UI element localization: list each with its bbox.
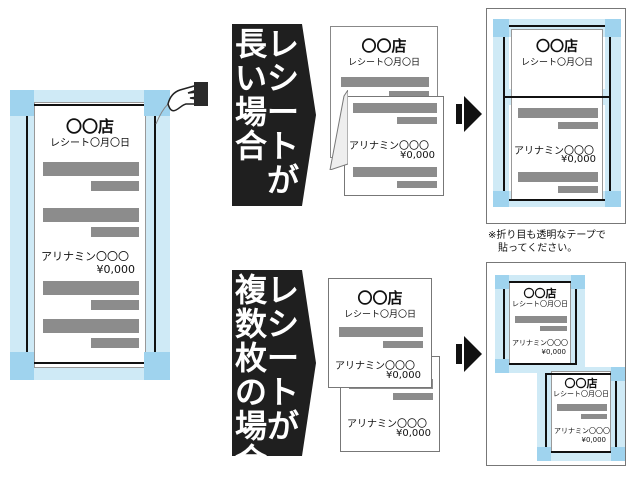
item-price: ¥0,000	[581, 436, 607, 444]
tape-corner	[605, 19, 621, 37]
tape-corner	[10, 352, 34, 380]
bar	[558, 186, 598, 193]
outline-frame	[503, 25, 611, 201]
multi-receipt-front: 〇〇店 レシート〇月〇日 アリナミン〇〇〇 ¥0,000	[328, 278, 432, 388]
fold-shadow	[329, 90, 348, 170]
receipt: 〇〇店 レシート〇月〇日 アリナミン〇〇〇 ¥0,000	[34, 102, 146, 368]
bar	[518, 108, 598, 118]
arrow-right-icon	[456, 96, 482, 132]
banner-text-left: 複数枚の場合	[234, 271, 267, 479]
banner-text-right: レシートが	[266, 25, 299, 199]
bar	[581, 414, 607, 419]
note-line-1: ※折り目も透明なテープで	[488, 230, 606, 241]
tape	[495, 275, 509, 373]
item-price: ¥0,000	[400, 150, 435, 161]
item-name: アリナミン〇〇〇	[554, 427, 610, 435]
bar	[91, 181, 139, 191]
tape-corner	[537, 447, 551, 461]
tape-corner	[611, 367, 625, 381]
tape-corner	[493, 191, 509, 207]
item-price: ¥0,000	[396, 428, 431, 439]
store-name: 〇〇店	[361, 37, 407, 55]
store-name: 〇〇店	[536, 39, 578, 55]
bar	[515, 316, 567, 323]
outline-frame	[545, 373, 617, 453]
item-price: ¥0,000	[96, 263, 136, 276]
item-name: アリナミン〇〇〇	[41, 250, 129, 263]
item-price: ¥0,000	[561, 154, 596, 165]
bar	[353, 167, 437, 177]
tape-corner	[144, 352, 170, 380]
receipt: 〇〇店 レシート〇月〇日 アリナミン〇〇〇 ¥0,000	[509, 281, 571, 365]
tape-left	[10, 90, 34, 380]
bar	[393, 393, 433, 400]
receipt: 〇〇店 レシート〇月〇日 アリナミン〇〇〇 ¥0,000	[511, 29, 603, 201]
store-name: 〇〇店	[357, 289, 403, 307]
receipt-subtitle: レシート〇月〇日	[553, 390, 609, 398]
banner-arrow-tip	[302, 270, 316, 456]
bar	[43, 208, 139, 222]
tape-corner	[493, 19, 509, 37]
left-taped-receipt: 〇〇店 レシート〇月〇日 アリナミン〇〇〇 ¥0,000	[10, 90, 170, 380]
tape-corner	[144, 90, 170, 116]
bar	[91, 338, 139, 348]
bar	[518, 172, 598, 182]
item-name: アリナミン〇〇〇	[335, 361, 415, 372]
bar	[91, 227, 139, 237]
bar	[557, 404, 607, 411]
outline-frame	[26, 104, 156, 364]
store-name: 〇〇店	[65, 117, 114, 136]
bar	[341, 77, 429, 87]
receipt-subtitle: レシート〇月〇日	[50, 138, 130, 149]
item-name: アリナミン〇〇〇	[347, 419, 427, 430]
hand-icon	[155, 82, 208, 125]
banner-multi-case: レシートが 複数枚の場合	[232, 270, 316, 476]
bar	[383, 341, 423, 348]
long-receipt-folded: アリナミン〇〇〇 ¥0,000	[344, 96, 444, 196]
banner-text-right: レシートが	[266, 271, 299, 445]
bar	[540, 326, 567, 331]
arrow-right-icon	[456, 336, 482, 372]
tape-corner	[10, 90, 34, 116]
tape	[537, 367, 551, 461]
bar	[353, 103, 437, 113]
receipt-subtitle: レシート〇月〇日	[347, 58, 420, 68]
banner-long-case: レシートが 長い場合	[232, 24, 316, 206]
tape-corner	[495, 275, 509, 289]
long-result-frame: 〇〇店 レシート〇月〇日 アリナミン〇〇〇 ¥0,000	[486, 8, 626, 224]
tape-corner	[605, 191, 621, 207]
item-name: アリナミン〇〇〇	[514, 146, 594, 157]
receipt-subtitle: レシート〇月〇日	[512, 300, 568, 308]
bar	[558, 122, 598, 129]
bar	[339, 327, 423, 337]
tape-right	[144, 90, 170, 380]
bar	[91, 300, 139, 310]
tape-corner	[495, 359, 509, 373]
bar	[43, 319, 139, 333]
tape-corner	[571, 275, 585, 289]
receipt-subtitle: レシート〇月〇日	[343, 310, 416, 320]
bar	[397, 117, 437, 124]
tape	[611, 367, 625, 461]
store-name: 〇〇店	[564, 377, 598, 390]
bar	[389, 91, 429, 98]
item-price: ¥0,000	[386, 370, 421, 381]
tape	[571, 275, 585, 373]
banner-arrow-tip	[302, 24, 316, 206]
item-name: アリナミン〇〇〇	[349, 141, 429, 152]
tape-corner	[611, 447, 625, 461]
tape-left	[493, 19, 509, 207]
item-price: ¥0,000	[541, 348, 567, 356]
banner-text-left: 長い場合	[234, 25, 267, 165]
item-name: アリナミン〇〇〇	[512, 339, 568, 347]
bar	[43, 281, 139, 295]
note-line-2: 貼ってください。	[498, 243, 578, 254]
fold-line	[503, 96, 611, 98]
multi-result-frame: 〇〇店 レシート〇月〇日 アリナミン〇〇〇 ¥0,000 〇〇店 レシート〇月〇…	[486, 262, 626, 466]
outline-frame	[503, 281, 577, 365]
bar	[43, 162, 139, 176]
receipt-subtitle: レシート〇月〇日	[520, 58, 593, 68]
store-name: 〇〇店	[523, 287, 557, 300]
bar	[397, 181, 437, 188]
